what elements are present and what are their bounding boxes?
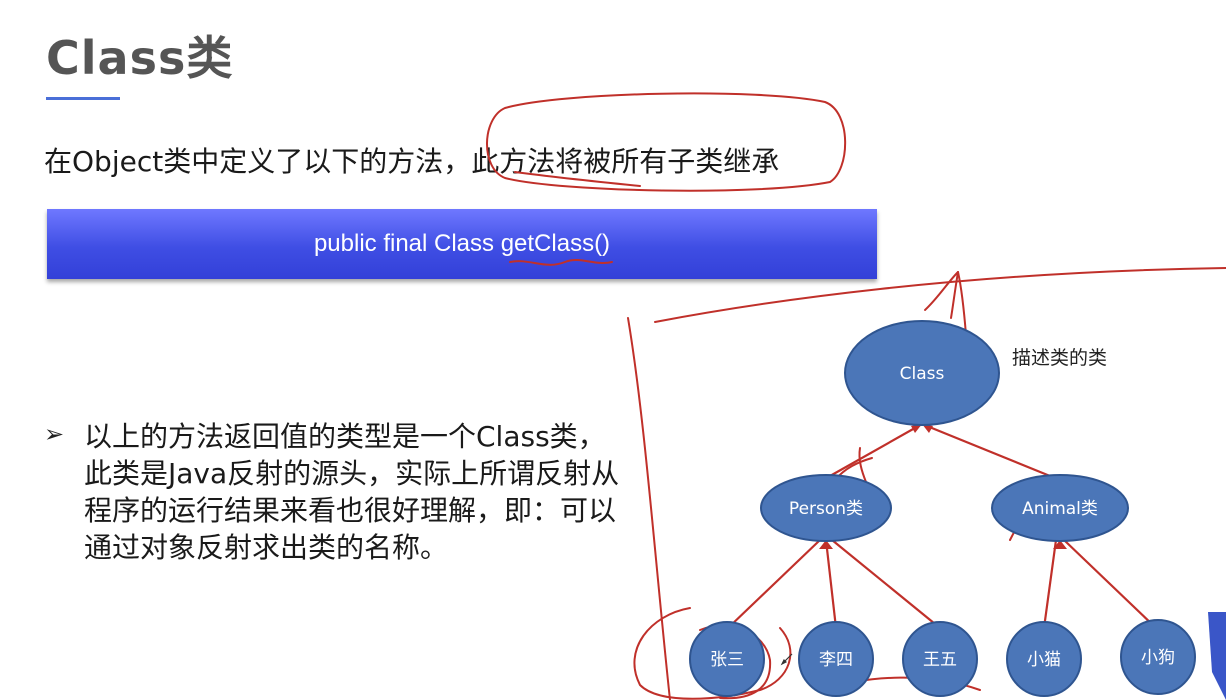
node-xiaogou-label: 小狗 <box>1141 648 1175 668</box>
annotation-underline <box>514 171 641 187</box>
arrowhead-class-right <box>922 424 933 433</box>
bullet-arrow-icon: ➢ <box>44 420 65 448</box>
pen-cursor-icon <box>780 653 793 666</box>
edge-class-animal <box>921 422 1051 478</box>
class-description-label: 描述类的类 <box>1012 347 1107 369</box>
code-signature: public final Class getClass() <box>313 230 611 257</box>
node-wangwu-label: 王五 <box>923 650 957 670</box>
edge-class-person <box>829 423 923 477</box>
edge-animal-xiaogou <box>1063 539 1157 629</box>
node-xiaomao-label: 小猫 <box>1027 650 1061 670</box>
edge-arrowheads <box>819 424 1067 549</box>
title-underline <box>46 97 120 100</box>
edge-decoration-shape <box>1208 612 1226 700</box>
node-class <box>844 320 1000 426</box>
edge-person-lisi <box>824 539 838 629</box>
node-person <box>760 474 892 542</box>
node-xiaomao <box>1006 621 1082 697</box>
annotation-squiggle <box>509 259 613 266</box>
bullet-text: 以上的方法返回值的类型是一个Class类，此类是Java反射的源头，实际上所谓反… <box>84 420 620 564</box>
intro-text: 在Object类中定义了以下的方法，此方法将被所有子类继承 <box>44 145 780 178</box>
diagram-nodes <box>689 320 1196 697</box>
node-zhangsan <box>689 621 765 697</box>
edge-animal-xiaomao <box>1042 539 1058 629</box>
node-animal <box>991 474 1129 542</box>
node-xiaogou <box>1120 619 1196 695</box>
node-class-label: Class <box>900 364 945 384</box>
node-person-label: Person类 <box>789 499 863 519</box>
annotation-circle <box>486 92 847 192</box>
node-zhangsan-label: 张三 <box>710 650 744 670</box>
arrowhead-class-left <box>911 424 922 433</box>
node-animal-label: Animal类 <box>1022 499 1098 519</box>
annotation-left-edge <box>627 317 671 700</box>
annotation-peak-right <box>957 271 967 336</box>
edge-person-wangwu <box>831 539 941 629</box>
node-lisi-label: 李四 <box>819 650 853 670</box>
arrowhead-animal <box>1053 540 1067 549</box>
annotation-loop-bottom-left <box>633 607 792 700</box>
slide-title: Class类 <box>46 31 234 85</box>
annotation-peak-left <box>924 271 959 311</box>
bullet-item: ➢ 以上的方法返回值的类型是一个Class类，此类是Java反射的源头，实际上所… <box>44 418 624 566</box>
annotation-frame <box>654 267 1226 323</box>
annotation-peak-mid <box>950 271 959 319</box>
code-banner: public final Class getClass() <box>47 209 877 279</box>
edge-person-zhangsan <box>727 539 821 629</box>
node-wangwu <box>902 621 978 697</box>
arrowhead-person <box>819 540 833 549</box>
diagram-edges <box>727 422 1157 629</box>
node-lisi <box>798 621 874 697</box>
